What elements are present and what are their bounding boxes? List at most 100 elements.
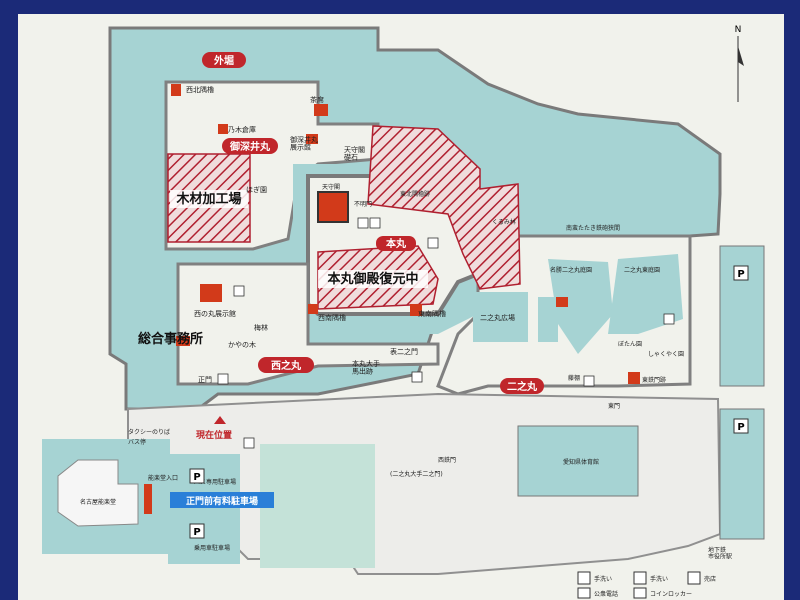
svg-text:コインロッカー: コインロッカー: [650, 591, 692, 598]
label-ninomaru-higashi: 二之丸東庭園: [624, 266, 660, 274]
svg-text:手洗い: 手洗い: [594, 575, 612, 583]
label-nanko-tetsu: 南蛮たたき鉄砲狭間: [566, 224, 620, 232]
label-ninomaru-ote: (二之丸大手二之門): [390, 470, 443, 478]
castle-map: 愛知県体育館: [42, 25, 765, 599]
restroom-icon: [411, 371, 423, 383]
legend: 手洗い 手洗い 売店 公衆電話 コインロッカー: [577, 571, 716, 599]
tenshukaku-building: [317, 191, 349, 223]
svg-text:正門前有料駐車場: 正門前有料駐車場: [186, 495, 258, 507]
label-seimon: 正門: [198, 376, 212, 384]
pill-gofukai-maru: 御深井丸: [222, 138, 278, 154]
north-arrow-icon: N: [735, 25, 744, 102]
parking-front-label: 正門前有料駐車場: [170, 492, 274, 508]
phone-icon: [577, 587, 591, 599]
svg-text:P: P: [737, 422, 744, 433]
svg-text:P: P: [193, 527, 200, 538]
gofukai-tenjijo: [306, 134, 318, 144]
nishinomaru-tenjikan: [200, 284, 222, 302]
nogi-soko: [218, 124, 228, 134]
ninomaru-garden-pond: [548, 259, 613, 354]
label-nishinomaru-tenjikan: 西の丸展示館: [194, 309, 236, 318]
label-ninomaru-hiroba: 二之丸広場: [480, 313, 515, 322]
aichi-gym: [517, 425, 639, 497]
nogakudo-building: [57, 459, 139, 527]
label-nogaku-entrance: 能楽堂入口: [148, 474, 178, 482]
label-higashimon: 東門: [608, 402, 620, 410]
svg-text:P: P: [193, 472, 200, 483]
svg-text:外堀: 外堀: [213, 54, 234, 67]
parking-p-front-1: P: [189, 468, 205, 484]
label-aichi-gym: 愛知県体育館: [563, 458, 599, 466]
label-bus-stop: バス停: [128, 438, 146, 446]
label-tonan-yagura: 東南隅櫓: [418, 309, 446, 318]
tonan-yagura: [410, 304, 422, 316]
restroom-icon: [369, 217, 381, 229]
mokuzai-label: 木材加工場: [170, 190, 248, 208]
label-seihoku-yagura: 西北隅櫓: [186, 85, 214, 94]
label-tenshukaku: 天守閣: [322, 183, 340, 191]
label-umebayashi: 梅林: [254, 323, 268, 332]
tenshu-hatch: [367, 125, 521, 290]
parking-p-east: P: [733, 265, 749, 281]
label-gofukai-tenjijo: 御深井丸展示館: [290, 135, 318, 152]
svg-text:本丸御殿復元中: 本丸御殿復元中: [327, 271, 418, 287]
label-fujidana: 藤棚: [568, 374, 580, 382]
label-kuromi: くるみ林: [492, 218, 516, 226]
castle-map-board: 愛知県体育館: [18, 14, 784, 600]
pill-honmaru: 本丸: [376, 236, 416, 251]
restroom-icon: [357, 217, 369, 229]
label-botanen: ぼたん園: [618, 341, 642, 348]
shop-icon: [687, 571, 701, 585]
label-tohoku-yagura: 東北隅櫓跡: [400, 190, 430, 198]
pill-nishinomaru: 西之丸: [258, 357, 314, 373]
label-honmaru-ote: 本丸大手馬出跡: [352, 359, 380, 376]
label-nishi-nanmon: 西南隅櫓: [318, 313, 346, 322]
restroom-icon-2: [633, 571, 647, 585]
label-kayanoki: かやの木: [228, 340, 256, 349]
svg-text:手洗い: 手洗い: [650, 575, 668, 583]
svg-text:本丸: 本丸: [386, 237, 407, 250]
label-subway: 地下鉄市役所駅: [708, 546, 732, 561]
label-bus-parking: バス専用駐車場: [194, 478, 236, 486]
label-taxi: タクシーのりば: [128, 428, 170, 436]
svg-text:N: N: [735, 25, 742, 35]
restroom-icon: [243, 437, 255, 449]
svg-text:公衆電話: 公衆電話: [594, 590, 618, 598]
parking-p-front-2: P: [189, 523, 205, 539]
parking-p-south: P: [733, 418, 749, 434]
label-omote-ninomon: 表二之門: [390, 347, 418, 356]
sogo-jimusho-label: 総合事務所: [138, 331, 203, 347]
svg-text:現在位置: 現在位置: [196, 429, 232, 441]
pill-ninomaru: 二之丸: [500, 378, 544, 394]
label-nogi-soko: 乃木倉庫: [228, 125, 256, 134]
coin-locker-icon: [633, 587, 647, 599]
label-chaseki: 茶席: [310, 95, 324, 104]
botan-green: [538, 297, 558, 342]
restroom-icon: [233, 285, 245, 297]
label-fumeimon: 不明門: [354, 201, 372, 208]
label-ukeme: ほぎ園: [246, 185, 267, 194]
restroom-icon: [583, 375, 595, 387]
restroom-icon: [577, 571, 591, 585]
chaseki: [314, 104, 328, 116]
hiroba-green: [473, 292, 528, 342]
label-higashi-tetsumon: 東鉄門跡: [642, 376, 666, 384]
label-shakuyaku: しゃくやく園: [648, 350, 684, 358]
nishinanmon-yagura: [308, 304, 318, 314]
honmaru-goten-label: 本丸御殿復元中: [318, 270, 428, 288]
svg-text:売店: 売店: [704, 575, 716, 583]
svg-text:御深井丸: 御深井丸: [229, 140, 271, 153]
facility-icons: [217, 217, 675, 449]
sogo-jimusho-building: [176, 336, 190, 346]
label-meisho-niwa: 名勝二之丸庭園: [550, 266, 592, 274]
svg-text:木材加工場: 木材加工場: [175, 191, 241, 207]
svg-text:西之丸: 西之丸: [271, 359, 302, 372]
svg-text:二之丸: 二之丸: [507, 380, 538, 393]
label-car-parking: 乗用車駐車場: [194, 544, 230, 552]
shop-icon: [427, 237, 439, 249]
south-green-1: [260, 444, 375, 568]
higashi-tetsumon: [628, 372, 640, 384]
pill-outer-moat: 外堀: [202, 52, 246, 68]
you-are-here-marker: 現在位置: [196, 416, 232, 441]
